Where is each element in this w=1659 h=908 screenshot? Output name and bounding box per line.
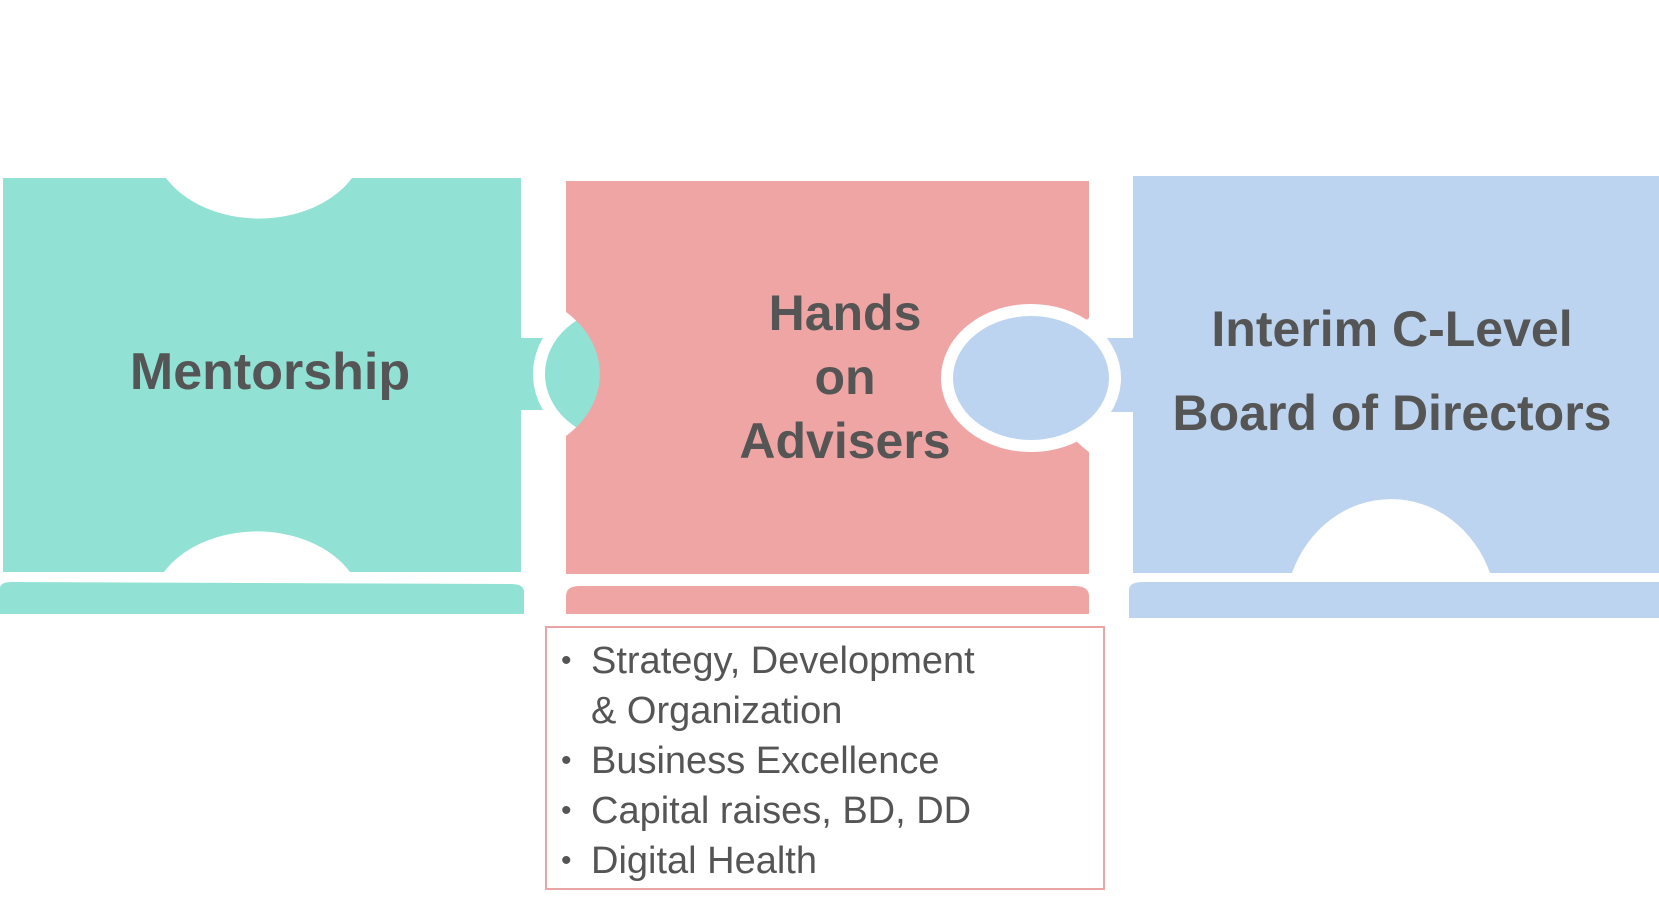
services-list-item-text: Capital raises, BD, DD [591, 790, 972, 832]
hands-on-advisers-label-line: Advisers [739, 413, 951, 469]
mentorship-label-line: Mentorship [129, 343, 411, 401]
hands-on-advisers-label-line: on [814, 349, 876, 405]
services-list-item: Business Excellence [561, 736, 1091, 786]
interim-c-level-label-line: Interim C-Level [1211, 301, 1573, 357]
services-detail-box: Strategy, Development & OrganizationBusin… [545, 626, 1105, 890]
services-list-item-text: & Organization [591, 690, 843, 732]
mentorship-piece-body [3, 178, 565, 572]
hands-on-base-bar [566, 586, 1089, 614]
interim-connector-tab [941, 304, 1121, 452]
services-list: Strategy, Development & OrganizationBusin… [561, 636, 1091, 886]
hands-on-advisers-label-line: Hands [768, 285, 922, 341]
services-list-item: Digital Health [561, 836, 1091, 886]
hands-on-piece [566, 181, 1089, 614]
interim-c-level-label-line: Board of Directors [1172, 385, 1612, 441]
services-list-item-text: Strategy, Development [591, 640, 975, 682]
services-list-item: Strategy, Development & Organization [561, 636, 1091, 736]
hands-on-piece-body [566, 181, 1089, 574]
services-list-item-text: Digital Health [591, 840, 817, 882]
mentorship-label: Mentorship [60, 337, 480, 407]
interim-piece-body [1088, 176, 1659, 573]
mentorship-base-bar [0, 582, 524, 614]
services-list-item: Capital raises, BD, DD [561, 786, 1091, 836]
interim-piece [941, 176, 1659, 618]
services-list-item-text: Business Excellence [591, 740, 940, 782]
interim-base-bar [1129, 582, 1659, 618]
